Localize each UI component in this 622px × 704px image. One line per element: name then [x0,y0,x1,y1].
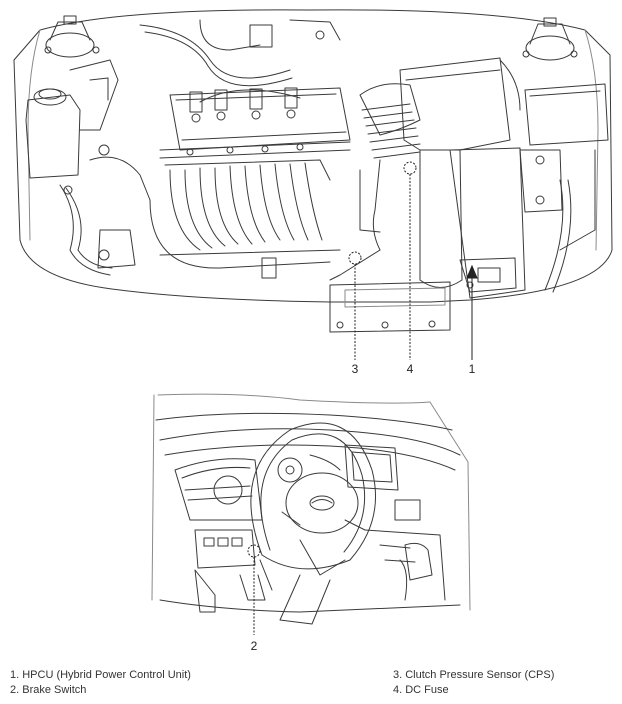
callout-leaders [247,161,478,635]
engine-bay-illustration [13,9,613,333]
cylinder-head [169,87,351,151]
legend-item-hpcu: 1. HPCU (Hybrid Power Control Unit) [10,669,191,681]
callout-number-3: 3 [352,362,359,376]
legend-item-dc-fuse: 4. DC Fuse [393,684,449,696]
right-strut-tower [522,17,578,61]
callout-number-2: 2 [251,639,258,653]
legend-left-column: 1. HPCU (Hybrid Power Control Unit) 2. B… [10,668,191,698]
left-strut-tower [44,15,100,58]
intake-manifold [149,159,341,279]
callout-number-1: 1 [469,362,476,376]
fuse-box [519,83,609,213]
legend-right-column: 3. Clutch Pressure Sensor (CPS) 4. DC Fu… [393,668,554,698]
reservoir-left [25,59,119,179]
air-intake-duct [329,83,421,281]
legend-item-clutch-pressure-sensor: 3. Clutch Pressure Sensor (CPS) [393,669,555,681]
legend-item-brake-switch: 2. Brake Switch [10,684,87,696]
callout-number-4: 4 [407,362,414,376]
hpcu-housing [449,147,526,299]
dashboard-illustration [151,393,471,625]
steering-wheel [250,422,377,576]
